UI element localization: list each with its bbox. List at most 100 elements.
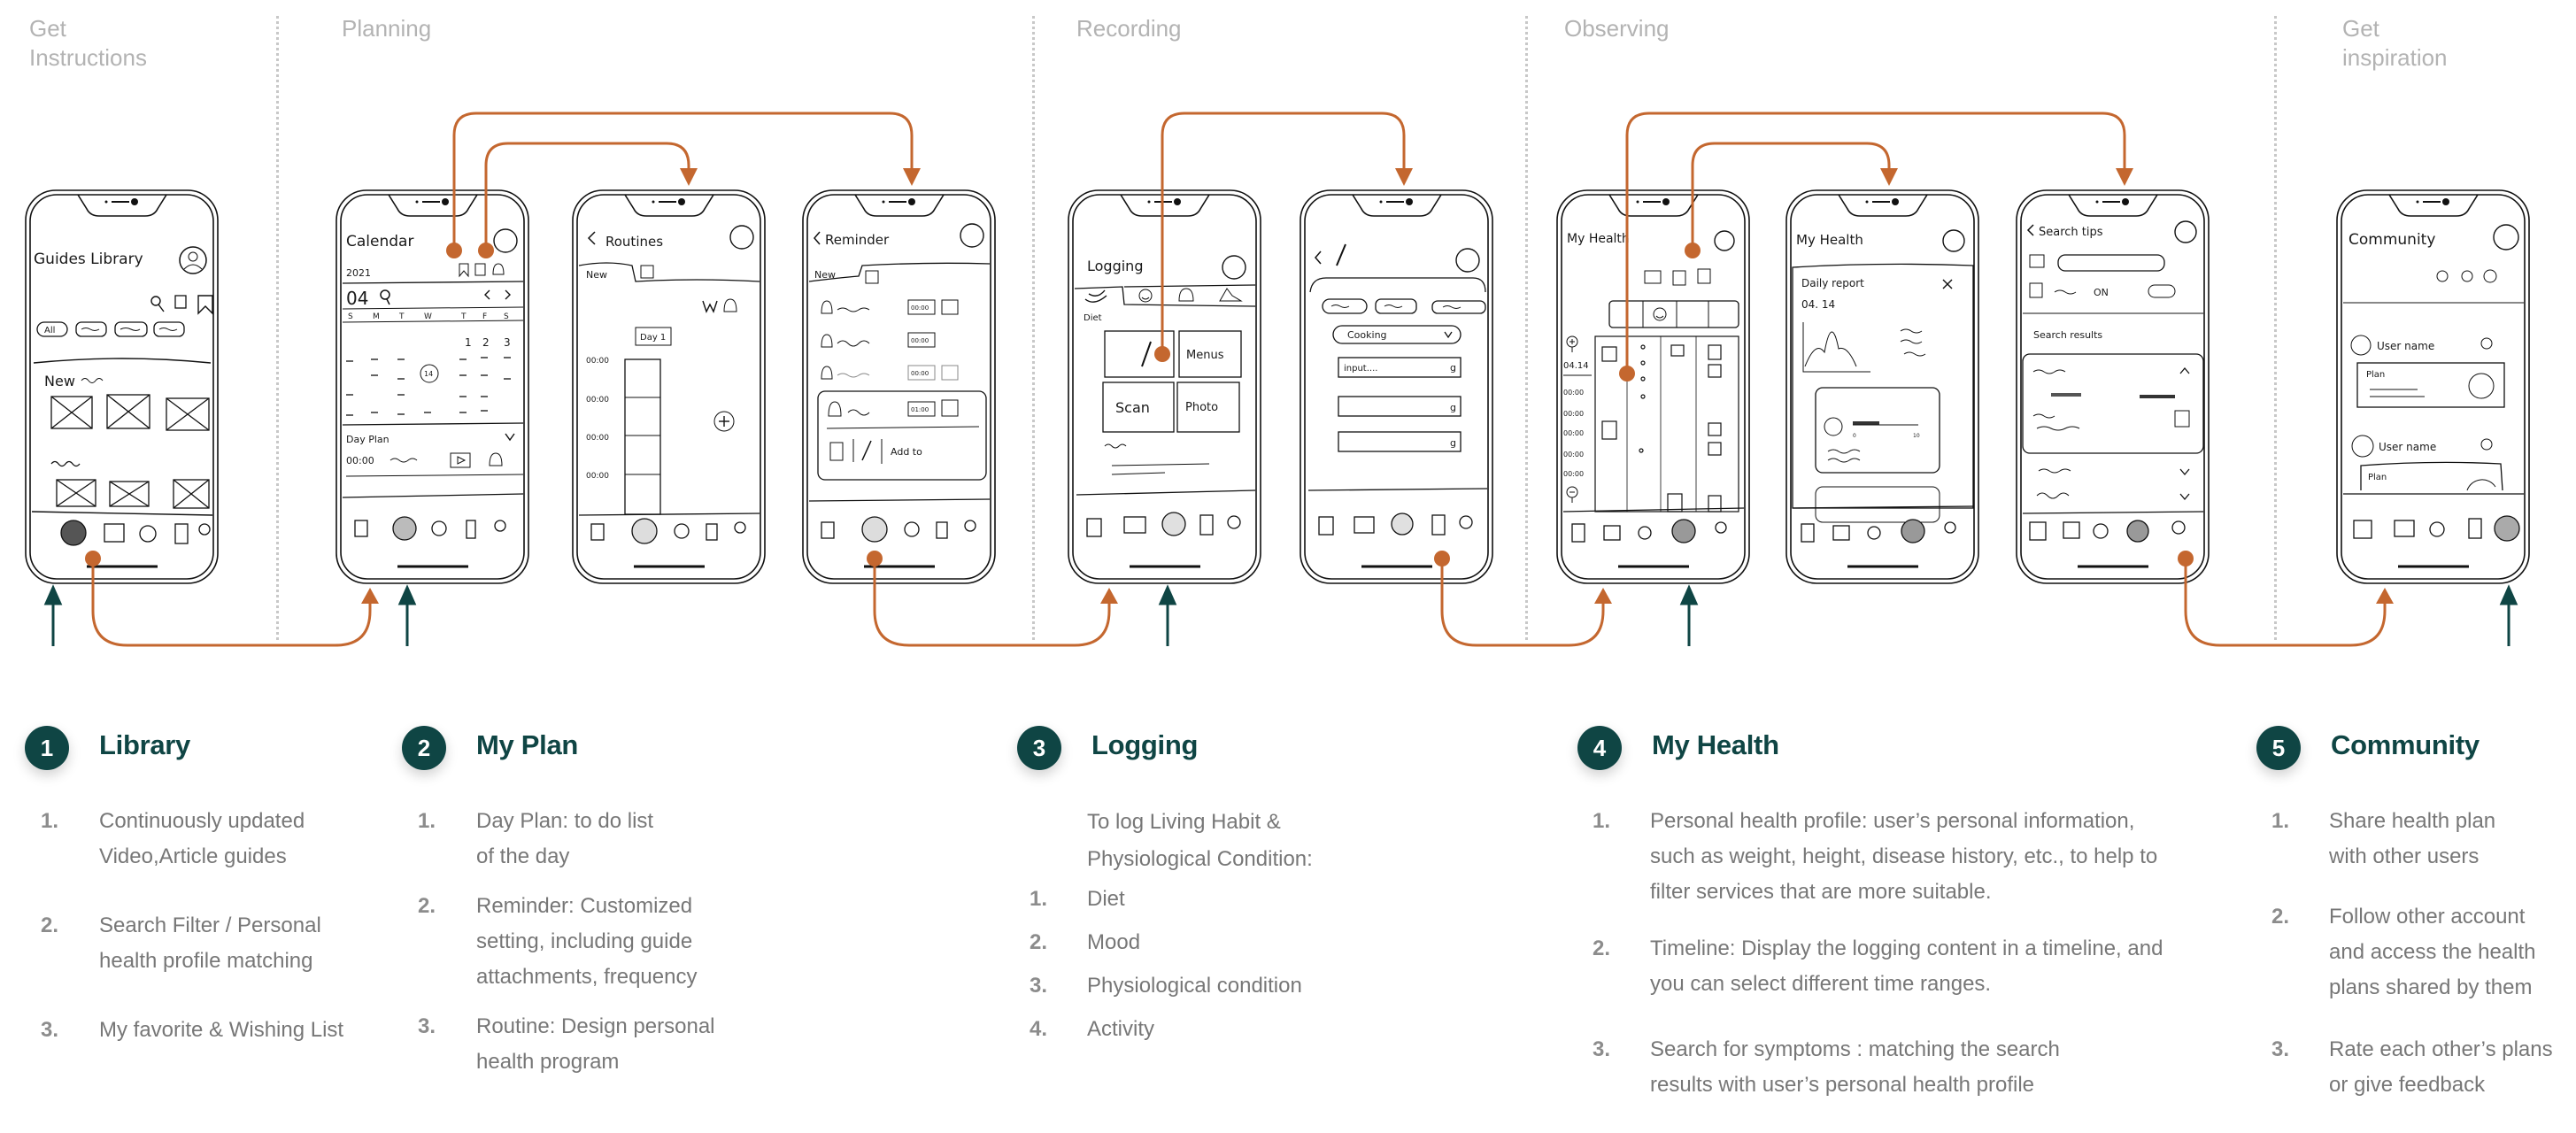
next-month-icon[interactable] — [505, 289, 511, 300]
search-icon[interactable] — [380, 289, 390, 305]
nav-library-icon[interactable] — [354, 520, 368, 537]
nav-log-icon[interactable] — [466, 520, 476, 539]
nav-calendar-icon-active[interactable] — [861, 516, 888, 543]
profile-card-icon[interactable] — [1672, 270, 1686, 286]
nav-library-icon[interactable] — [1801, 523, 1815, 543]
chip-all[interactable]: All — [44, 326, 55, 335]
nav-calendar-icon[interactable] — [104, 523, 125, 543]
nav-calendar-icon[interactable] — [2063, 521, 2080, 539]
nav-log-icon[interactable] — [706, 523, 718, 541]
nav-add-icon[interactable] — [2093, 523, 2109, 539]
nav-health-icon-active[interactable] — [2126, 520, 2149, 543]
follow-icon[interactable] — [2480, 337, 2493, 350]
nav-calendar-icon[interactable] — [1832, 525, 1850, 541]
amount-input[interactable] — [1338, 431, 1462, 452]
profile-icon[interactable] — [493, 228, 518, 253]
amount-input[interactable] — [1338, 357, 1462, 378]
groups-icon[interactable] — [2436, 270, 2449, 282]
play-button[interactable] — [450, 452, 471, 468]
collapse-icon[interactable] — [2179, 366, 2190, 374]
delete-icon[interactable] — [829, 442, 844, 461]
play-button[interactable] — [941, 299, 959, 315]
following-icon[interactable] — [2461, 270, 2473, 282]
plan-card[interactable] — [2356, 362, 2505, 408]
nav-log-icon[interactable] — [1199, 514, 1214, 536]
prev-month-icon[interactable] — [484, 289, 490, 300]
filter-chip[interactable] — [1375, 298, 1417, 314]
day-selector[interactable] — [635, 327, 672, 346]
nav-community-icon[interactable] — [734, 521, 746, 534]
back-icon[interactable] — [587, 231, 596, 245]
follow-icon[interactable] — [2480, 438, 2493, 451]
saved-tab-icon[interactable] — [865, 270, 879, 284]
new-reminder-tab[interactable]: New — [814, 269, 836, 281]
add-to-button[interactable]: Add to — [891, 446, 922, 458]
menus-tile[interactable] — [1178, 330, 1242, 378]
nav-community-icon[interactable] — [494, 520, 506, 532]
plan-card[interactable] — [2360, 461, 2503, 491]
nav-community-icon[interactable] — [1944, 521, 1956, 534]
nav-add-icon[interactable] — [674, 523, 690, 539]
nav-calendar-icon-active[interactable] — [392, 516, 417, 541]
nav-library-icon[interactable] — [821, 521, 835, 539]
scan-tile[interactable] — [1102, 382, 1175, 433]
mood-tab-icon[interactable] — [1138, 289, 1153, 303]
nav-calendar-icon[interactable] — [1354, 516, 1375, 534]
nav-community-icon[interactable] — [1715, 521, 1727, 534]
nav-add-icon[interactable] — [1867, 526, 1881, 540]
nav-add-icon-active[interactable] — [1391, 513, 1414, 536]
report-icon[interactable] — [1697, 268, 1711, 284]
filter-chip[interactable] — [1431, 300, 1486, 314]
zoom-in-icon[interactable] — [1566, 335, 1578, 352]
nav-calendar-icon-active[interactable] — [631, 518, 658, 544]
zoom-out-icon[interactable] — [1566, 486, 1578, 503]
search-input[interactable] — [2057, 254, 2165, 272]
nav-log-icon[interactable] — [174, 523, 189, 544]
profile-icon[interactable] — [2174, 220, 2197, 243]
profile-match-toggle[interactable] — [2148, 284, 2176, 298]
nav-log-icon[interactable] — [2468, 518, 2482, 539]
user-name[interactable]: User name — [2377, 340, 2434, 352]
new-routine-tab[interactable]: New — [586, 269, 607, 281]
close-icon[interactable] — [1942, 279, 1953, 289]
nav-add-icon[interactable] — [139, 525, 157, 543]
profile-icon[interactable] — [2493, 224, 2519, 250]
edit-icon[interactable] — [861, 440, 872, 461]
mood-filter-icon[interactable] — [1653, 307, 1667, 321]
profile-icon[interactable] — [1714, 230, 1735, 251]
activity-tab-icon[interactable] — [1219, 288, 1243, 302]
add-routine-button[interactable] — [713, 411, 735, 432]
globe-icon[interactable] — [2483, 269, 2497, 283]
back-icon[interactable] — [2026, 224, 2034, 236]
expand-icon[interactable] — [2179, 468, 2190, 476]
filter-chip[interactable] — [1322, 298, 1368, 314]
profile-icon[interactable] — [1942, 229, 1965, 252]
nav-health-icon-active[interactable] — [1901, 519, 1925, 543]
nav-library-icon[interactable] — [1571, 523, 1585, 543]
nav-calendar-icon[interactable] — [2394, 520, 2415, 537]
nav-community-icon[interactable] — [1227, 515, 1241, 529]
profile-icon[interactable] — [729, 225, 754, 250]
nav-library-icon[interactable] — [1086, 518, 1102, 537]
condition-tab-icon[interactable] — [1178, 288, 1194, 302]
nav-add-icon[interactable] — [431, 520, 447, 536]
nav-add-icon[interactable] — [904, 521, 920, 537]
play-button[interactable] — [941, 399, 959, 417]
week-icon[interactable] — [702, 300, 718, 313]
cooking-select[interactable] — [1332, 325, 1462, 344]
today-marker[interactable] — [420, 364, 439, 383]
manual-entry-tile[interactable] — [1104, 330, 1175, 378]
nav-add-icon[interactable] — [2429, 521, 2445, 537]
expand-icon[interactable] — [2179, 493, 2190, 501]
nav-library-icon[interactable] — [2029, 521, 2047, 541]
nav-community-icon[interactable] — [964, 520, 976, 532]
nav-library-icon[interactable] — [2353, 520, 2372, 539]
amount-input[interactable] — [1338, 396, 1462, 417]
nav-library-icon[interactable] — [1318, 516, 1334, 536]
saved-tab-icon[interactable] — [640, 265, 654, 279]
nav-community-icon[interactable] — [198, 523, 211, 536]
profile-icon[interactable] — [1455, 248, 1480, 273]
diet-tab-icon[interactable] — [1084, 289, 1107, 303]
nav-log-icon[interactable] — [1431, 514, 1446, 536]
guides-icon[interactable] — [1644, 270, 1662, 284]
